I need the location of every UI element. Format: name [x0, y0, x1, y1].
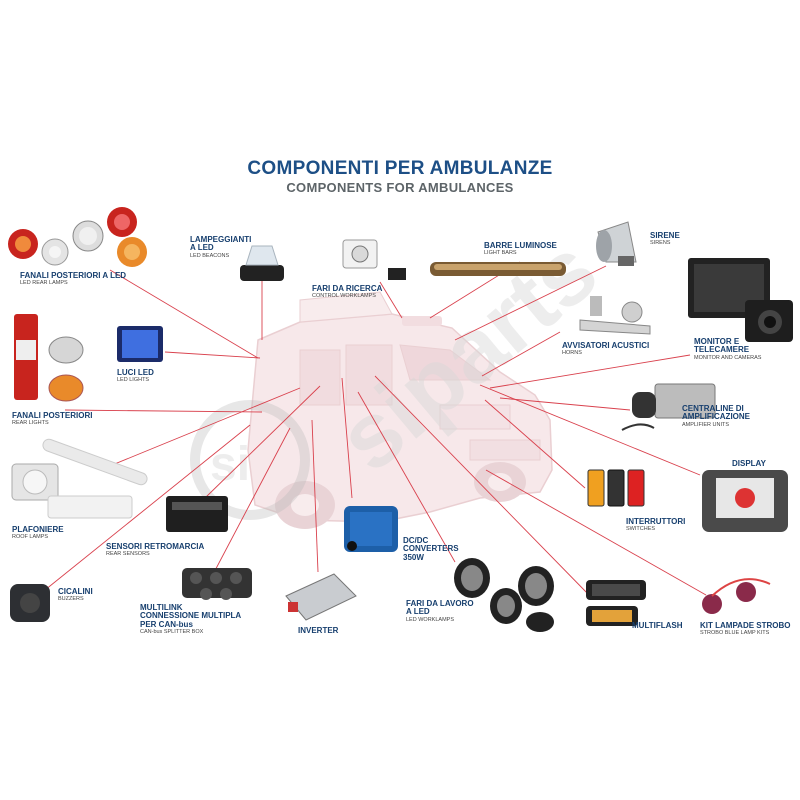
label-fanali-post: FANALI POSTERIORI REAR LIGHTS [12, 411, 93, 427]
label-centraline: CENTRALINE DI AMPLIFICAZIONE AMPLIFIER U… [682, 404, 750, 429]
label-barre-en: LIGHT BARS [484, 250, 517, 257]
display-image [702, 470, 788, 532]
led-worklamp-image [454, 558, 554, 632]
inverter-image [285, 573, 357, 621]
label-fanali-post-it: FANALI POSTERIORI [12, 411, 93, 420]
label-dcdc: DC/DC CONVERTERS 350W [403, 536, 459, 562]
label-cicalini-it: CICALINI [58, 587, 93, 596]
label-centraline-it: CENTRALINE DI AMPLIFICAZIONE [682, 404, 750, 422]
label-display-it: DISPLAY [732, 459, 766, 468]
label-lampeggianti-it: LAMPEGGIANTI A LED [190, 235, 252, 253]
label-fanali-led-en: LED REAR LAMPS [20, 280, 68, 287]
label-fari-ricerca-en: CONTROL WORKLAMPS [312, 293, 376, 300]
label-multiflash-it: MULTIFLASH [632, 621, 683, 630]
label-cicalini-en: BUZZERS [58, 596, 84, 603]
led-rear-lamps-image [8, 207, 147, 267]
label-monitor-en: MONITOR AND CAMERAS [694, 354, 762, 361]
label-multilink: MULTILINK CONNESSIONE MULTIPLA PER CAN-b… [140, 603, 242, 636]
label-fari-ricerca-it: FARI DA RICERCA [312, 284, 383, 293]
label-plafoniere-en: ROOF LAMPS [12, 534, 49, 541]
label-centraline-en: AMPLIFIER UNITS [682, 421, 730, 428]
label-avvisatori-en: HORNS [562, 350, 582, 357]
label-interruttori: INTERRUTTORI SWITCHES [626, 517, 686, 533]
led-light-image [117, 326, 163, 362]
label-multiflash: MULTIFLASH [632, 621, 683, 630]
label-dcdc-it: DC/DC CONVERTERS 350W [403, 536, 459, 562]
siren-image [596, 221, 637, 266]
watermark-circle: si [190, 400, 310, 520]
label-fanali-led: FANALI POSTERIORI A LED LED REAR LAMPS [20, 271, 127, 287]
rear-light-image [14, 314, 84, 402]
label-luci-led-it: LUCI LED [117, 368, 154, 377]
label-lampeggianti: LAMPEGGIANTI A LED LED BEACONS [190, 235, 252, 260]
label-inverter-it: INVERTER [298, 626, 339, 635]
multiflash-image [586, 580, 646, 626]
label-avvisatori-it: AVVISATORI ACUSTICI [562, 341, 650, 350]
label-sensori: SENSORI RETROMARCIA REAR SENSORS [106, 542, 205, 558]
label-plafoniere-it: PLAFONIERE [12, 525, 64, 534]
multilink-image [182, 568, 252, 600]
label-multilink-en: CAN-bus SPLITTER BOX [140, 629, 204, 636]
page-title: COMPONENTI PER AMBULANZE [247, 158, 553, 179]
label-strobo: KIT LAMPADE STROBO STROBO BLUE LAMP KITS [700, 621, 791, 637]
label-luci-led-en: LED LIGHTS [117, 377, 150, 384]
label-fari-lavoro-it: FARI DA LAVORO A LED [406, 599, 474, 617]
label-sirene-en: SIRENS [650, 240, 671, 247]
label-fari-ricerca: FARI DA RICERCA CONTROL WORKLAMPS [312, 284, 383, 300]
monitor-image [688, 258, 793, 342]
switch-image [587, 469, 645, 507]
label-fanali-led-it: FANALI POSTERIORI A LED [20, 271, 127, 280]
label-sirene-it: SIRENE [650, 231, 680, 240]
label-strobo-it: KIT LAMPADE STROBO [700, 621, 791, 630]
label-fanali-post-en: REAR LIGHTS [12, 420, 49, 427]
buzzer-image [10, 584, 50, 622]
label-sirene: SIRENE SIRENS [650, 231, 680, 247]
svg-text:si: si [210, 438, 250, 491]
label-display: DISPLAY [732, 459, 766, 468]
leader-lines [44, 261, 707, 597]
light-bar-image [430, 262, 566, 276]
label-monitor-it: MONITOR E TELECAMERE [694, 337, 750, 355]
strobe-kit-image [702, 578, 771, 614]
label-interruttori-en: SWITCHES [626, 526, 656, 533]
dcdc-converter-image [344, 506, 398, 552]
label-interruttori-it: INTERRUTTORI [626, 517, 686, 526]
control-worklamp-image [342, 239, 406, 280]
horn-image [579, 296, 651, 335]
label-sensori-en: REAR SENSORS [106, 551, 150, 558]
roof-lamp-image [11, 438, 148, 519]
label-plafoniere: PLAFONIERE ROOF LAMPS [12, 525, 64, 541]
label-multilink-it: MULTILINK CONNESSIONE MULTIPLA PER CAN-b… [140, 603, 242, 629]
label-strobo-en: STROBO BLUE LAMP KITS [700, 630, 770, 637]
label-sensori-it: SENSORI RETROMARCIA [106, 542, 205, 551]
label-monitor: MONITOR E TELECAMERE MONITOR AND CAMERAS [694, 337, 762, 362]
amplifier-unit-image [621, 383, 716, 431]
rear-sensor-image [166, 496, 228, 532]
label-cicalini: CICALINI BUZZERS [58, 587, 93, 603]
label-barre: BARRE LUMINOSE LIGHT BARS [484, 241, 557, 257]
label-fari-lavoro-en: LED WORKLAMPS [406, 616, 454, 623]
ambulance-van-image [247, 291, 553, 529]
label-barre-it: BARRE LUMINOSE [484, 241, 557, 250]
led-beacon-image [240, 245, 284, 281]
label-fari-lavoro: FARI DA LAVORO A LED LED WORKLAMPS [406, 599, 474, 624]
label-luci-led: LUCI LED LED LIGHTS [117, 368, 154, 384]
label-avvisatori: AVVISATORI ACUSTICI HORNS [562, 341, 650, 357]
label-inverter: INVERTER [298, 626, 339, 635]
label-lampeggianti-en: LED BEACONS [190, 252, 230, 259]
page-subtitle: COMPONENTS FOR AMBULANCES [286, 180, 514, 195]
